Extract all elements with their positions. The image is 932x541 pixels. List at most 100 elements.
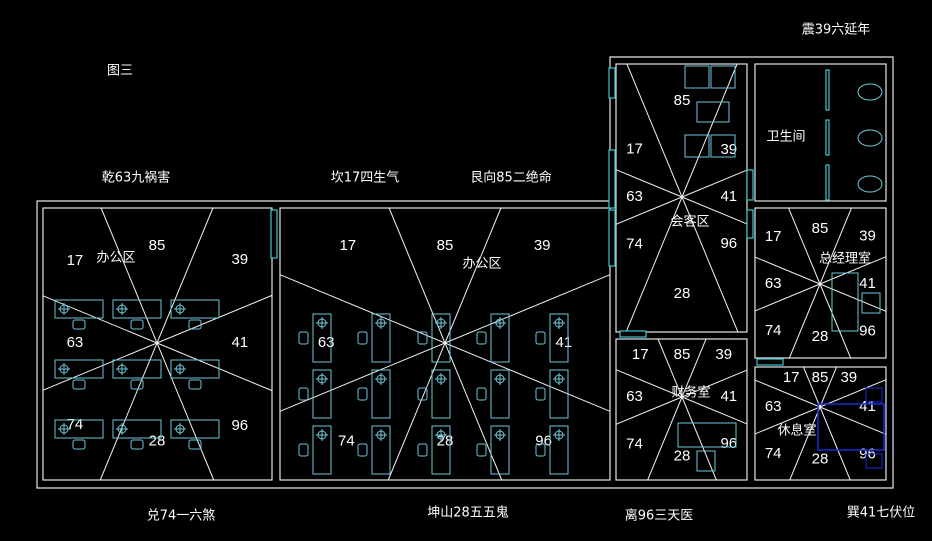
- sector-line: [754, 379, 821, 408]
- direction-zhen: 震39六延年: [802, 23, 871, 38]
- direction-gen: 艮向85二绝命: [470, 170, 552, 186]
- sector-lines: [754, 366, 887, 481]
- furniture: [54, 65, 885, 475]
- sector-number-ne: 39: [534, 237, 551, 254]
- sector-lines: [615, 338, 748, 481]
- sector-line: [444, 274, 611, 344]
- sector-number-n: 85: [812, 220, 829, 237]
- sector-number-n: 85: [674, 346, 691, 363]
- sector-line: [819, 207, 852, 285]
- sector-line: [802, 366, 821, 408]
- desk: [417, 425, 451, 475]
- room-label: 总经理室: [819, 251, 871, 267]
- sector-number-e: 41: [231, 334, 248, 351]
- sofa: [710, 134, 736, 158]
- sector-line: [156, 342, 215, 481]
- nightstand: [865, 453, 883, 469]
- chair: [696, 450, 716, 472]
- sector-number-n: 85: [812, 369, 829, 386]
- sector-lines: [754, 207, 887, 359]
- sector-number-s: 28: [674, 448, 691, 465]
- desk: [417, 313, 451, 363]
- window: [619, 330, 647, 338]
- room-wall: [42, 207, 273, 481]
- sector-line: [156, 294, 273, 344]
- room-label: 办公区: [96, 251, 135, 266]
- sector-line: [615, 396, 683, 425]
- sector-number-nw: 17: [626, 140, 643, 157]
- window: [756, 358, 784, 366]
- room-wall: [754, 366, 887, 481]
- desk: [54, 359, 104, 390]
- sector-lines: [42, 207, 273, 481]
- room-restroom: 卫生间: [754, 63, 887, 202]
- sector-line: [754, 406, 821, 435]
- sector-line: [388, 207, 446, 344]
- sector-number-ne: 39: [720, 141, 737, 158]
- window: [608, 209, 616, 267]
- room-label: 卫生间: [766, 130, 805, 145]
- room-wall: [615, 338, 748, 481]
- sector-line: [279, 342, 446, 412]
- room-label: 财务室: [671, 385, 710, 401]
- window: [608, 67, 616, 99]
- finance-desk: [677, 422, 737, 448]
- coffee-table: [696, 101, 730, 123]
- sector-line: [444, 342, 611, 412]
- sector-line: [681, 169, 748, 198]
- sector-number-nw: 17: [783, 369, 800, 386]
- desk: [170, 419, 220, 450]
- toilet: [857, 129, 883, 147]
- sector-line: [819, 283, 852, 359]
- chair: [861, 292, 881, 314]
- sector-line: [279, 274, 446, 344]
- window: [746, 209, 754, 239]
- window: [270, 209, 278, 259]
- sofa: [684, 65, 710, 89]
- sector-line: [681, 196, 739, 333]
- windows: [270, 67, 830, 366]
- sector-number-n: 85: [149, 237, 166, 254]
- sector-number-nw: 17: [632, 346, 649, 363]
- sector-number-ne: 39: [859, 227, 876, 244]
- sector-number-s: 28: [149, 433, 166, 450]
- sector-line: [819, 406, 851, 481]
- nightstand: [865, 387, 883, 403]
- sector-number-w: 63: [765, 275, 782, 292]
- sector-line: [754, 256, 821, 285]
- desk: [535, 313, 569, 363]
- desk: [112, 299, 162, 330]
- direction-li: 离96三天医: [625, 508, 694, 524]
- sector-line: [625, 196, 683, 333]
- sector-number-e: 41: [859, 398, 876, 415]
- desk: [112, 419, 162, 450]
- desk: [476, 369, 510, 419]
- sector-number-se: 96: [535, 433, 552, 450]
- desk: [112, 359, 162, 390]
- sector-line: [819, 256, 887, 285]
- room-label: 会客区: [670, 214, 709, 230]
- sector-line: [615, 196, 683, 225]
- gm-desk: [831, 272, 859, 332]
- sector-line: [156, 342, 273, 392]
- sector-number-s: 28: [674, 285, 691, 302]
- sector-line: [615, 369, 683, 398]
- sector-number-se: 96: [720, 235, 737, 252]
- sector-number-sw: 74: [626, 435, 643, 452]
- room-label: 休息室: [777, 423, 816, 439]
- sector-number-se: 96: [859, 322, 876, 339]
- bed: [817, 403, 885, 451]
- desk: [298, 313, 332, 363]
- desk: [476, 313, 510, 363]
- sector-number-e: 41: [555, 334, 572, 351]
- sector-number-n: 85: [674, 92, 691, 109]
- desk: [298, 369, 332, 419]
- sector-number-s: 28: [812, 328, 829, 345]
- sector-line: [156, 207, 214, 344]
- partition: [825, 119, 830, 156]
- sector-number-e: 41: [720, 188, 737, 205]
